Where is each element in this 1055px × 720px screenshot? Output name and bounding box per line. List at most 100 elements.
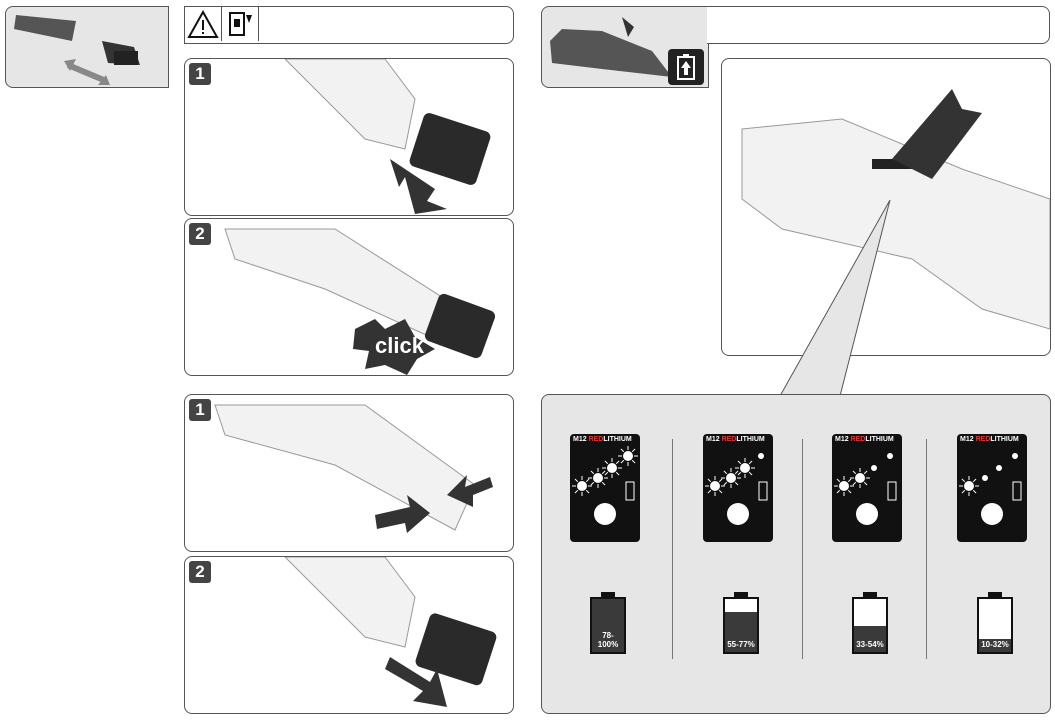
led-glow-ray bbox=[737, 460, 742, 465]
insert-step-1-panel: 1 bbox=[184, 58, 514, 216]
led-glow-ray bbox=[961, 489, 966, 494]
led-glow-ray bbox=[847, 478, 852, 483]
light-bulb-icon bbox=[594, 503, 616, 525]
callout-pointer bbox=[779, 200, 891, 397]
battery-level-1: 78-100% bbox=[590, 592, 626, 654]
led-glow-ray bbox=[847, 489, 852, 494]
led-glow-ray bbox=[601, 481, 606, 486]
battery-cap bbox=[863, 592, 877, 597]
led-glow-ray bbox=[852, 470, 857, 475]
battery-fill bbox=[854, 625, 886, 652]
led-glow-ray bbox=[590, 470, 595, 475]
led-glow-ray bbox=[601, 470, 606, 475]
insert-step-2-panel: 2 click bbox=[184, 218, 514, 376]
led-glow-ray bbox=[961, 478, 966, 483]
led-glow-ray bbox=[620, 448, 625, 453]
light-bulb-icon bbox=[856, 503, 878, 525]
insert-battery-illustration bbox=[284, 59, 491, 214]
led-glow-ray bbox=[723, 470, 728, 475]
brand-prefix: M12 bbox=[573, 436, 587, 443]
light-bulb-icon bbox=[981, 503, 1003, 525]
tool-thumbnail-illustration bbox=[550, 17, 672, 77]
battery-level-4: 10-32% bbox=[977, 592, 1013, 654]
mini-battery-icon bbox=[758, 481, 768, 501]
led-off bbox=[982, 475, 988, 481]
fuel-gauge-graphic bbox=[834, 453, 897, 525]
led-lit bbox=[855, 473, 865, 483]
battery-body: 10-32% bbox=[977, 597, 1013, 654]
battery-fill bbox=[592, 599, 624, 652]
led-glow-ray bbox=[863, 470, 868, 475]
battery-fill bbox=[725, 612, 757, 652]
step-number: 2 bbox=[189, 223, 211, 245]
remove-step-1-panel: 1 bbox=[184, 394, 514, 552]
brand-label: M12 REDLITHIUM bbox=[573, 436, 632, 443]
battery-range-label: 10-32% bbox=[981, 640, 1009, 649]
light-bulb-icon bbox=[727, 503, 749, 525]
battery-range-label: 78-100% bbox=[597, 631, 619, 649]
fuel-gauge-graphic bbox=[705, 453, 768, 525]
header-left-bar bbox=[184, 6, 514, 44]
fuel-gauge-graphic bbox=[959, 453, 1022, 525]
brand-prefix: M12 bbox=[960, 436, 974, 443]
led-off bbox=[1012, 453, 1018, 459]
step-number: 1 bbox=[189, 399, 211, 421]
brand-red: RED bbox=[588, 436, 604, 443]
led-glow-ray bbox=[748, 471, 753, 476]
click-label: click bbox=[375, 333, 424, 358]
led-lit bbox=[607, 463, 617, 473]
led-glow-ray bbox=[631, 459, 636, 464]
mini-battery-icon bbox=[887, 481, 897, 501]
brand-red: RED bbox=[975, 436, 991, 443]
brand-red: RED bbox=[721, 436, 737, 443]
tool-top-view-illustration bbox=[741, 89, 1050, 330]
led-glow-ray bbox=[836, 478, 841, 483]
led-lit bbox=[964, 481, 974, 491]
led-off bbox=[887, 453, 893, 459]
led-glow-ray bbox=[620, 459, 625, 464]
led-glow-ray bbox=[737, 471, 742, 476]
battery-cap bbox=[988, 592, 1002, 597]
led-glow-ray bbox=[585, 489, 590, 494]
manual-icon bbox=[222, 7, 259, 41]
brand-prefix: M12 bbox=[835, 436, 849, 443]
brand-prefix: M12 bbox=[706, 436, 720, 443]
divider bbox=[926, 439, 927, 659]
led-glow-ray bbox=[604, 471, 609, 476]
led-lit bbox=[577, 481, 587, 491]
divider bbox=[672, 439, 673, 659]
divider bbox=[802, 439, 803, 659]
battery-cap bbox=[734, 592, 748, 597]
led-glow-ray bbox=[734, 481, 739, 486]
step-number: 1 bbox=[189, 63, 211, 85]
led-glow-ray bbox=[590, 481, 595, 486]
battery-body: 33-54% bbox=[852, 597, 888, 654]
led-lit bbox=[726, 473, 736, 483]
brand-red: RED bbox=[850, 436, 866, 443]
press-release-buttons-illustration bbox=[214, 404, 493, 533]
led-glow-ray bbox=[852, 481, 857, 486]
led-glow-ray bbox=[718, 478, 723, 483]
led-lit bbox=[839, 481, 849, 491]
header-left-thumbnail bbox=[5, 6, 169, 88]
battery-fill bbox=[979, 638, 1011, 652]
battery-indicator-icon bbox=[668, 49, 704, 85]
led-glow-ray bbox=[836, 489, 841, 494]
brand-rest: LITHIUM bbox=[603, 436, 632, 443]
led-glow-ray bbox=[604, 460, 609, 465]
battery-range-label: 55-77% bbox=[727, 640, 755, 649]
led-glow-ray bbox=[615, 460, 620, 465]
led-lit bbox=[740, 463, 750, 473]
battery-level-3: 33-54% bbox=[852, 592, 888, 654]
led-lit bbox=[710, 481, 720, 491]
led-glow-ray bbox=[574, 489, 579, 494]
led-glow-ray bbox=[972, 478, 977, 483]
fuel-gauge-1: M12 REDLITHIUM bbox=[570, 434, 640, 542]
led-off bbox=[996, 465, 1002, 471]
led-off bbox=[871, 465, 877, 471]
mini-battery-icon bbox=[1012, 481, 1022, 501]
brand-rest: LITHIUM bbox=[990, 436, 1019, 443]
led-glow-ray bbox=[718, 489, 723, 494]
led-glow-ray bbox=[574, 478, 579, 483]
battery-level-2: 55-77% bbox=[723, 592, 759, 654]
